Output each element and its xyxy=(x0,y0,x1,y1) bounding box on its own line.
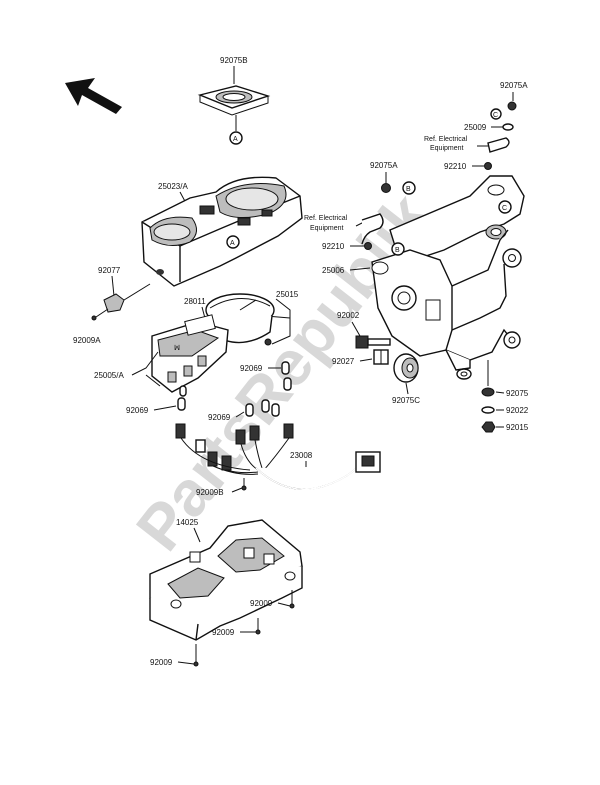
label-25015: 25015 xyxy=(276,290,299,299)
label-92075a-top: 92075A xyxy=(500,81,528,90)
label-92027: 92027 xyxy=(332,357,355,366)
meter-assembly-28011: ꟽ xyxy=(151,293,275,393)
bulb-92069-mid xyxy=(245,377,292,417)
label-92075-right: 92075 xyxy=(506,389,529,398)
label-14025: 14025 xyxy=(176,518,199,527)
screw-92210-mid xyxy=(364,242,372,250)
screw-25015-a xyxy=(264,338,272,346)
label-92022: 92022 xyxy=(506,406,529,415)
callout-c-mid-letter: C xyxy=(502,205,507,212)
grommet-92075a-mid xyxy=(381,183,391,193)
grommet-92075c xyxy=(393,353,419,383)
callout-b-top xyxy=(402,181,416,195)
label-92075b: 92075B xyxy=(220,56,248,65)
callout-a-top-letter: A xyxy=(233,136,238,143)
collar-92027 xyxy=(373,349,389,365)
label-28011: 28011 xyxy=(184,297,206,306)
callout-c-top-letter: C xyxy=(493,112,498,119)
label-25023a: 25023/A xyxy=(158,182,188,191)
nut-92015 xyxy=(481,421,496,433)
bulb-92069-right-1 xyxy=(281,361,290,375)
ref-electrical-top-line2: Equipment xyxy=(430,145,464,152)
label-92210-mid: 92210 xyxy=(322,242,345,251)
svg-text:ꟽ: ꟽ xyxy=(174,344,180,352)
ref-electrical-mid-line1: Ref. Electrical xyxy=(304,215,348,222)
label-25005a: 25005/A xyxy=(94,371,124,380)
collar-25009 xyxy=(502,123,514,131)
screw-92009-c xyxy=(193,661,199,667)
bulb-92069-left xyxy=(177,385,187,411)
label-92075a-mid: 92075A xyxy=(370,161,398,170)
callout-a-top xyxy=(229,131,243,145)
grommet-92075a-top xyxy=(507,101,517,111)
label-25009: 25009 xyxy=(464,123,487,132)
label-92077: 92077 xyxy=(98,266,121,275)
grommet-92077 xyxy=(103,283,151,313)
label-92069-mid: 92069 xyxy=(208,413,231,422)
wiring-harness-23008 xyxy=(175,423,381,491)
callout-b-mid xyxy=(391,242,405,256)
label-92009a: 92009A xyxy=(73,336,101,345)
label-92069-right: 92069 xyxy=(240,364,263,373)
grommet-92075-right xyxy=(481,387,495,397)
meter-case-25023a xyxy=(141,176,303,287)
label-92009-b: 92009 xyxy=(212,628,235,637)
bolt-92002 xyxy=(355,335,391,349)
label-92002: 92002 xyxy=(337,311,360,320)
grommet-92075b xyxy=(197,85,271,116)
ref-electrical-mid-line2: Equipment xyxy=(310,225,344,232)
meter-cover-14025 xyxy=(149,519,303,641)
label-25006: 25006 xyxy=(322,266,345,275)
clamp-mid xyxy=(361,213,384,245)
callout-b-mid-letter: B xyxy=(395,247,400,254)
label-92069-left: 92069 xyxy=(126,406,149,415)
callout-a-mid xyxy=(226,235,240,249)
callout-a-mid-letter: A xyxy=(230,240,235,247)
callout-c-top xyxy=(490,108,502,120)
screw-92009-b xyxy=(255,629,261,635)
screw-92009b xyxy=(241,485,247,491)
label-23008: 23008 xyxy=(290,451,313,460)
bracket-25006 xyxy=(371,175,525,380)
screw-92009a xyxy=(91,315,97,321)
label-92075c: 92075C xyxy=(392,396,420,405)
washer-92022 xyxy=(481,406,495,414)
ref-electrical-top-line1: Ref. Electrical xyxy=(424,136,468,143)
front-direction-arrow-icon xyxy=(65,78,122,114)
label-92210-top: 92210 xyxy=(444,162,467,171)
label-92009-c: 92009 xyxy=(150,658,173,667)
screw-92210-top xyxy=(484,162,492,170)
label-92015: 92015 xyxy=(506,423,529,432)
callout-c-mid xyxy=(498,200,512,214)
clamp-top xyxy=(487,137,510,153)
callout-b-top-letter: B xyxy=(406,186,411,193)
screw-92009-a xyxy=(289,603,295,609)
label-92009-a: 92009 xyxy=(250,599,273,608)
label-92009b: 92009B xyxy=(196,488,224,497)
